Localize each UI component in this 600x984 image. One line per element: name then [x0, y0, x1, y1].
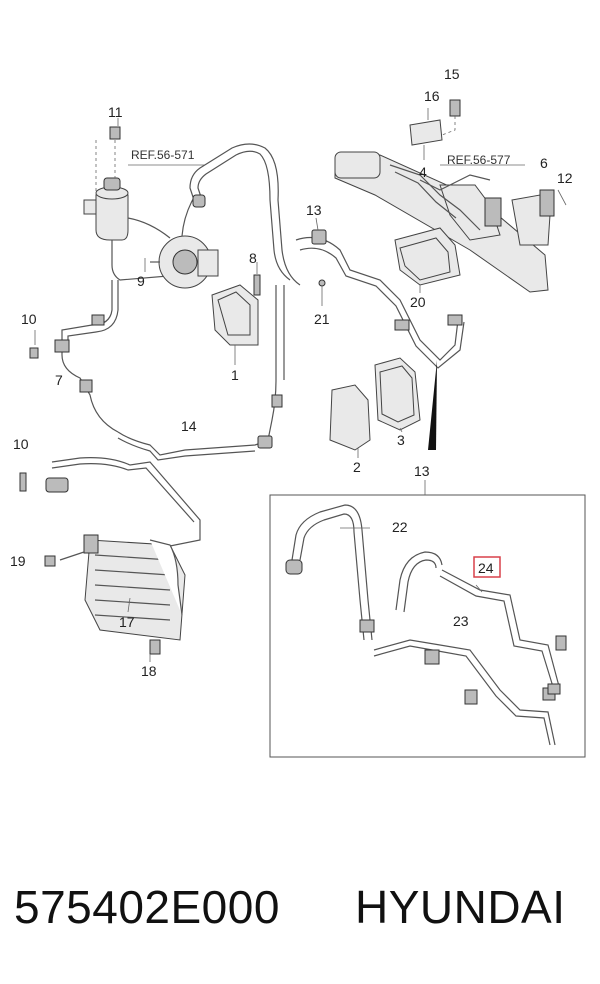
callout-15: 15	[444, 66, 460, 82]
callout-13-detail: 13	[414, 463, 430, 479]
callout-19: 19	[10, 553, 26, 569]
callout-17: 17	[119, 614, 135, 630]
callout-3: 3	[397, 432, 405, 448]
callout-14: 14	[181, 418, 197, 434]
callout-13-upper: 13	[306, 202, 322, 218]
callout-8: 8	[249, 250, 257, 266]
callout-22: 22	[392, 519, 408, 535]
ref-56-577: REF.56-577	[447, 153, 511, 167]
ref-56-571: REF.56-571	[131, 148, 195, 162]
part-info-footer: 575402E000 HYUNDAI	[0, 880, 600, 950]
part-number: 575402E000	[14, 881, 280, 933]
callout-24-highlight-box	[473, 556, 501, 578]
steering-rack-group	[334, 99, 567, 293]
return-line-13	[295, 217, 465, 369]
callout-21: 21	[314, 311, 330, 327]
detail-box	[269, 480, 586, 758]
callout-11: 11	[108, 104, 123, 120]
callout-2: 2	[353, 459, 361, 475]
callout-10-upper: 10	[21, 311, 37, 327]
detail-arrow	[428, 360, 437, 450]
pressure-hose-upper	[189, 143, 301, 441]
callout-23: 23	[453, 613, 469, 629]
callout-7: 7	[55, 372, 63, 388]
callout-12: 12	[557, 170, 573, 186]
callout-labels: 11 15 16 4 6 12 13 8 9 20 21 10 1 7 14 3…	[10, 66, 573, 679]
callout-6: 6	[540, 155, 548, 171]
heat-shields	[329, 357, 421, 458]
callout-20: 20	[410, 294, 426, 310]
callout-9: 9	[137, 273, 145, 289]
callout-1: 1	[231, 367, 239, 383]
callout-18: 18	[141, 663, 157, 679]
brand-name: HYUNDAI	[355, 881, 566, 933]
reservoir-group	[83, 118, 210, 281]
callout-10-lower: 10	[13, 436, 29, 452]
bracket-group	[211, 262, 261, 365]
callout-4: 4	[419, 164, 427, 180]
cooler-lines	[19, 280, 273, 662]
callout-16: 16	[424, 88, 440, 104]
callout-24: 24	[478, 560, 494, 576]
